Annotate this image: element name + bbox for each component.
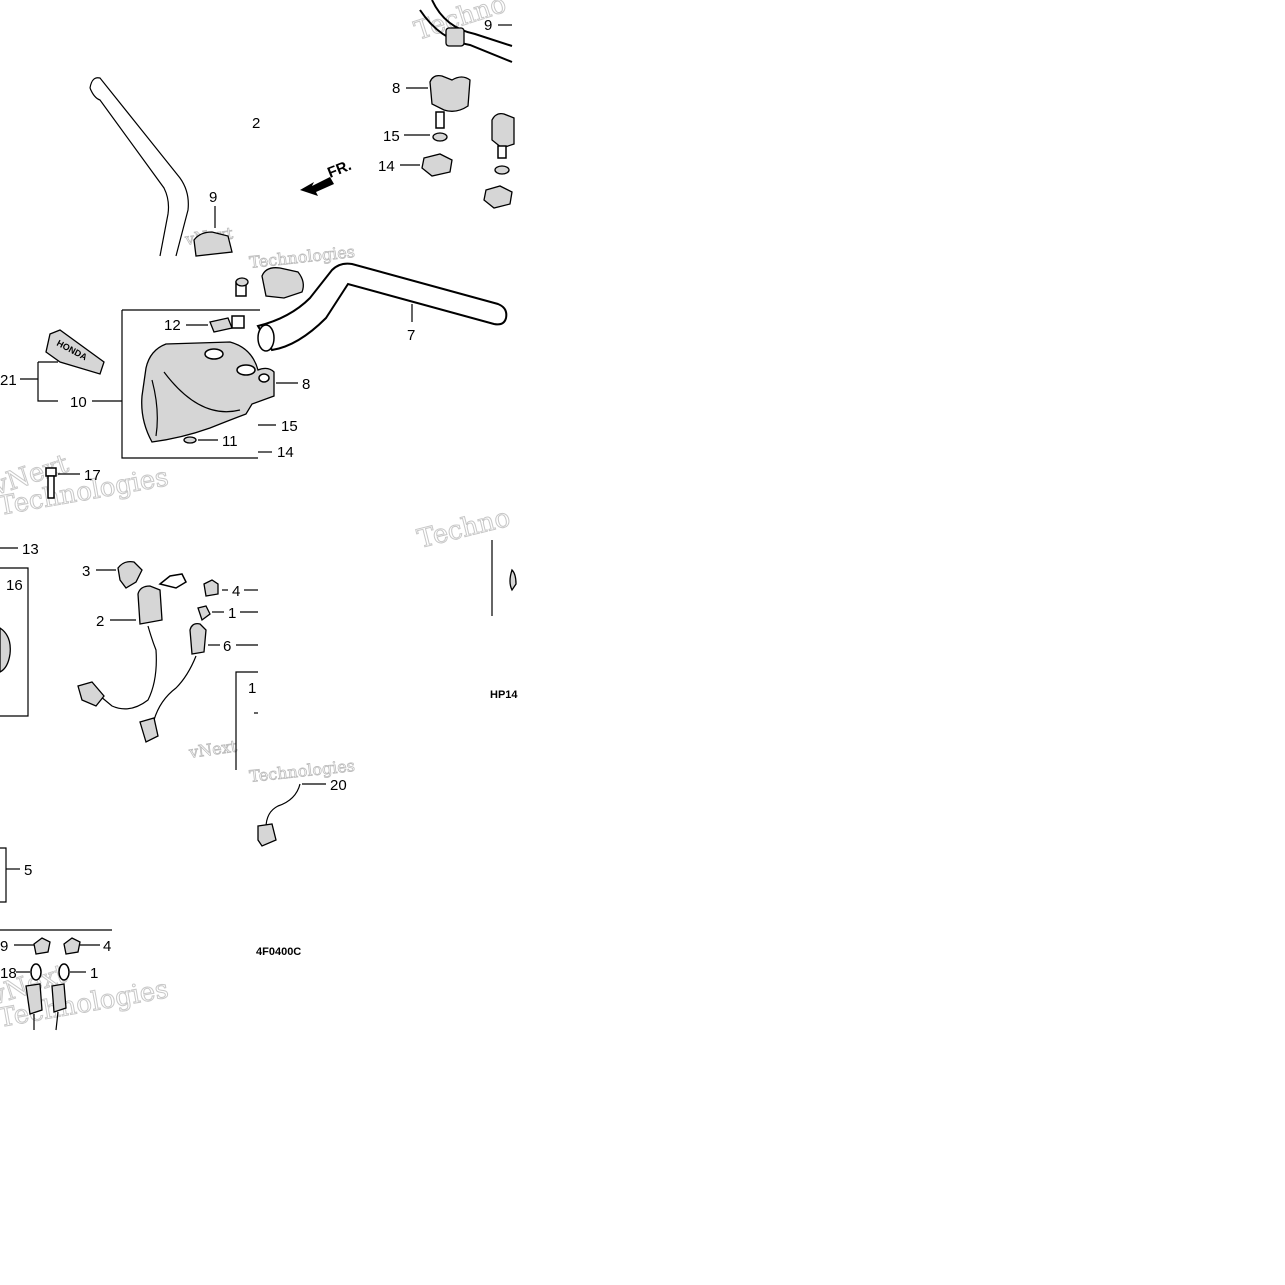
callout-2-fragment: 2 [252,115,260,132]
callout-20: 20 [330,777,347,794]
callout-9: 9 [0,938,8,955]
callout-1: 1 [90,965,98,982]
callout-11: 11 [222,433,238,450]
direction-label: FR. [325,157,354,182]
diagram-code: 4F0400C [256,946,301,958]
callout-1-fragment: 1 [248,680,256,697]
callout-5: 5 [24,862,32,879]
callout-21: 21 [0,372,17,389]
callout-3: 3 [82,563,90,580]
front-direction-arrow-icon [300,177,334,196]
callout-8: 8 [302,376,310,393]
upper-handlebar: 2 FR. 9 [89,77,354,257]
watermark-text: Techno [414,503,513,555]
callout-14: 14 [277,444,294,461]
callout-9: 9 [484,17,492,34]
callout-7: 7 [407,327,415,344]
callout-1: 1 [228,605,236,622]
callout-16: 16 [6,577,23,594]
switch-assembly: 13 16 3 2 4 1 6 1 [0,541,347,847]
callout-18: 18 [0,965,17,982]
watermark-text: vNext [187,736,239,762]
callout-12: 12 [164,317,181,334]
diagram-code-fragment: HP14 [490,689,518,701]
callout-8: 8 [392,80,400,97]
callout-2: 2 [96,613,104,630]
callout-17: 17 [84,467,101,484]
top-right-assembly: 9 8 15 14 [378,0,515,209]
callout-4: 4 [103,938,111,955]
right-mid-fragment: HP14 [490,540,518,701]
callout-4: 4 [232,583,240,600]
callout-9: 9 [209,189,217,206]
watermark-text: Technologies [248,242,355,272]
callout-13: 13 [22,541,39,558]
handlebar-assembly: 7 10 12 8 11 15 14 HONDA [0,262,508,499]
callout-15: 15 [281,418,298,435]
lower-left-assembly: 5 9 4 18 1 [0,847,112,1031]
callout-6: 6 [223,638,231,655]
callout-15: 15 [383,128,400,145]
callout-14: 14 [378,158,395,175]
callout-10: 10 [70,394,87,411]
